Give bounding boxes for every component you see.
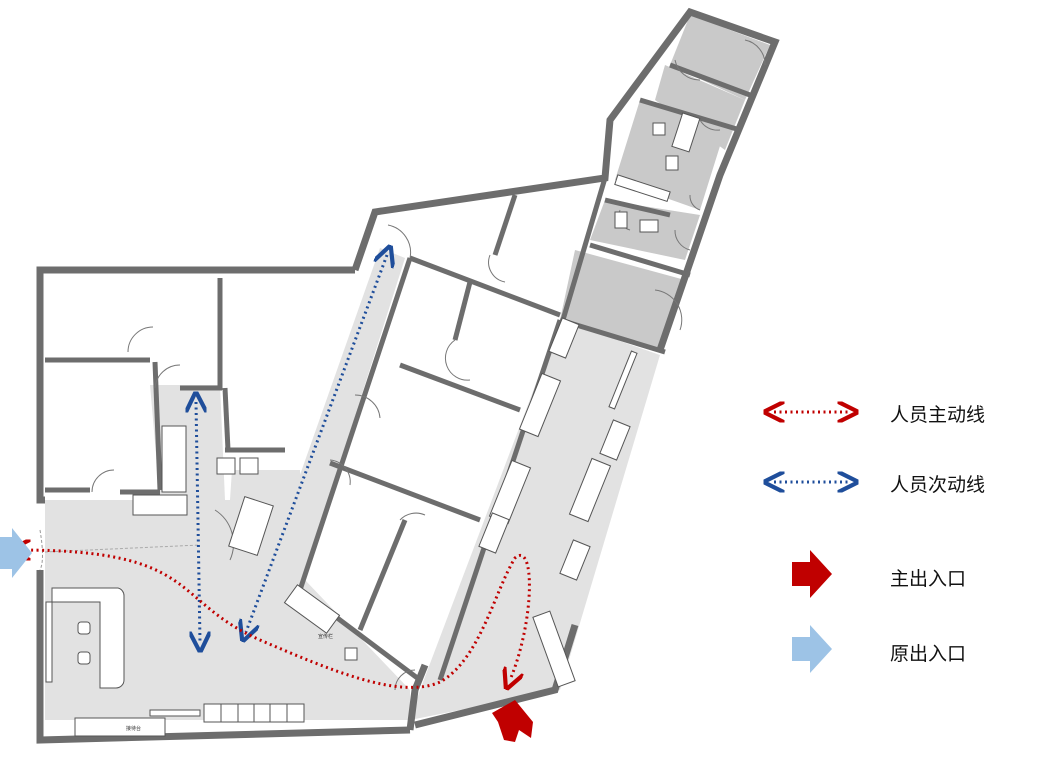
legend-secondary-flow-label: 人员次动线 [890, 474, 986, 496]
original-entrance-arrow [0, 528, 32, 578]
legend-main-entrance-label: 主出入口 [890, 568, 967, 590]
legend-main-entrance-arrow [792, 550, 832, 598]
secondary-flow-line-2 [246, 255, 387, 632]
primary-flow-line [20, 550, 531, 687]
legend-original-entrance: 原出入口 [760, 625, 1040, 673]
legend-primary-flow-label: 人员主动线 [890, 404, 986, 426]
legend-original-entrance-label: 原出入口 [890, 643, 967, 665]
secondary-flow-line-1 [196, 402, 200, 642]
entrance-outline [39, 529, 43, 571]
main-entrance-arrow [492, 700, 533, 742]
legend-primary-flow: 人员主动线 [760, 392, 1040, 432]
legend-secondary-flow-symbol [760, 462, 870, 502]
furniture [45, 112, 701, 737]
legend-secondary-flow: 人员次动线 [760, 462, 1040, 502]
legend-main-entrance: 主出入口 [760, 550, 1040, 598]
reception-desk-label: 接待台 [126, 725, 141, 732]
legend-primary-flow-symbol [760, 392, 870, 432]
promo-board-label: 宣传栏 [318, 633, 333, 640]
legend-original-entrance-arrow [792, 625, 832, 673]
